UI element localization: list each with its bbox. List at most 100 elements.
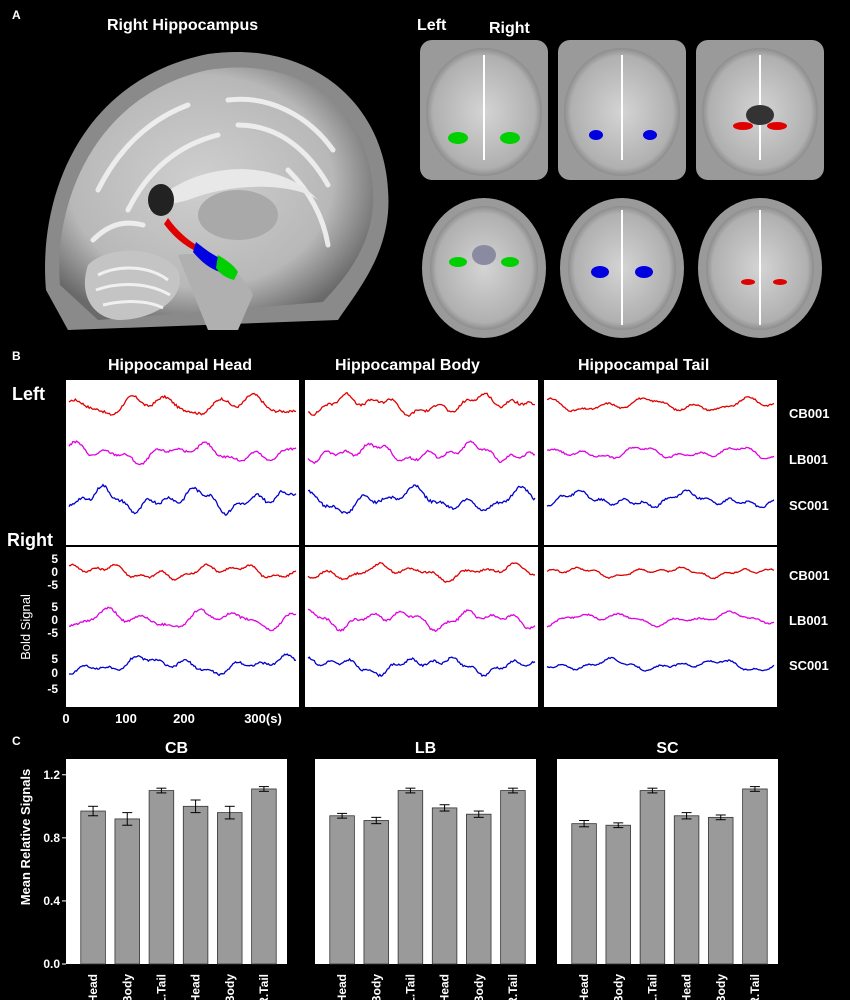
ytick-lb-zero: 0: [51, 613, 58, 627]
ytick-lb-neg: -5: [47, 626, 58, 640]
bar-sc-l-head: [571, 823, 597, 965]
bar-category-label: R.Head: [438, 974, 452, 1000]
signal-panel-right-tail: [544, 547, 777, 707]
bar-category-label: R.Tail: [257, 974, 271, 1000]
bar-category-label: L.Head: [86, 974, 100, 1000]
sagittal-brain-image: [38, 40, 400, 340]
axial-slice-body: [560, 198, 684, 338]
error-bar-cb-5: [258, 786, 269, 792]
error-bar-sc-3: [681, 812, 692, 820]
coronal-slice-body: [558, 40, 686, 180]
hippocampus-tail-marker: [164, 218, 204, 254]
column-title-tail: Hippocampal Tail: [578, 357, 710, 374]
row-label-right: Right: [7, 530, 53, 550]
ytick-lb-pos: 5: [51, 600, 58, 614]
signal-trace-lb001-right-tail: [546, 610, 775, 628]
bar-cb-l-body: [114, 818, 140, 965]
signal-trace-lb001-left-body: [307, 440, 536, 465]
signal-trace-sc001-left-tail: [546, 489, 775, 509]
signal-trace-sc001-right-head: [68, 653, 297, 677]
ytick-cb-pos: 5: [51, 552, 58, 566]
signal-trace-sc001-right-body: [307, 656, 536, 678]
bar-category-label: L.Head: [335, 974, 349, 1000]
axial-slice-tail: [698, 198, 822, 338]
bar-category-label: R.Head: [680, 974, 694, 1000]
bar-ytick-label: 1.2: [43, 768, 60, 782]
bar-category-label: R.Body: [223, 974, 237, 1000]
signal-trace-lb001-right-body: [307, 608, 536, 633]
bar-lb-r-head: [431, 807, 458, 965]
bold-signal-plots: CB001 LB001 SC001 CB001 LB001 SC001 5 0 …: [18, 380, 829, 726]
panel-b-letter: B: [12, 349, 21, 363]
error-bar-lb-0: [337, 812, 348, 819]
orientation-left-label: Left: [417, 17, 447, 34]
bar-category-label: R.Body: [472, 974, 486, 1000]
bar-ytick-label: 0.8: [43, 831, 60, 845]
bar-cb-l-head: [80, 810, 106, 965]
xtick-100: 100: [115, 711, 137, 726]
signal-panel-left-body: [305, 380, 538, 545]
signal-trace-sc001-left-body: [307, 484, 536, 515]
panel-a-letter: A: [12, 8, 21, 22]
brain-slices-grid: [420, 40, 824, 338]
bar-lb-l-head: [329, 815, 355, 965]
bar-category-label: R.Tail: [748, 974, 762, 1000]
ytick-cb-neg: -5: [47, 578, 58, 592]
xtick-200: 200: [173, 711, 195, 726]
subject-label-sc-left: SC001: [789, 498, 829, 513]
bar-lb-l-tail: [397, 790, 424, 965]
bar-ytick-label: 0.4: [43, 894, 60, 908]
subject-label-lb-left: LB001: [789, 452, 828, 467]
bar-chart-title-lb: LB: [415, 740, 436, 757]
error-bar-sc-4: [715, 814, 726, 821]
bar-sc-r-head: [673, 815, 700, 965]
error-bar-cb-1: [122, 812, 133, 826]
bar-ytick-label: 0.0: [43, 957, 60, 971]
xtick-300: 300(s): [244, 711, 282, 726]
xtick-0: 0: [62, 711, 69, 726]
bar-sc-r-tail: [742, 788, 768, 965]
bar-lb-r-body: [466, 813, 492, 965]
error-bar-cb-4: [224, 805, 235, 820]
bar-cb-r-body: [217, 812, 243, 965]
subject-label-cb-left: CB001: [789, 406, 829, 421]
ytick-cb-zero: 0: [51, 565, 58, 579]
bar-category-label: L.Body: [120, 974, 134, 1000]
column-title-body: Hippocampal Body: [335, 357, 480, 374]
signal-trace-cb001-left-tail: [546, 396, 775, 413]
bar-cb-r-tail: [251, 788, 277, 965]
error-bar-cb-0: [88, 805, 99, 817]
hippocampus-body-marker: [193, 242, 220, 272]
signal-trace-lb001-right-head: [68, 606, 297, 632]
bar-category-label: R.Tail: [506, 974, 520, 1000]
bar-lb-r-tail: [500, 790, 526, 965]
bar-category-label: L.Tail: [403, 974, 417, 1000]
sagittal-title: Right Hippocampus: [107, 17, 259, 34]
error-bar-cb-2: [156, 787, 167, 794]
bar-category-label: L.Tail: [154, 974, 168, 1000]
bar-sc-r-body: [708, 816, 734, 965]
bar-category-label: L.Body: [369, 974, 383, 1000]
bold-signal-ylabel: Bold Signal: [18, 594, 33, 660]
panel-c-letter: C: [12, 734, 21, 748]
signal-trace-lb001-left-head: [68, 440, 297, 466]
hippocampus-head-marker: [216, 255, 238, 280]
bar-lb-l-body: [363, 820, 389, 965]
ytick-sc-pos: 5: [51, 652, 58, 666]
error-bar-lb-4: [473, 810, 484, 818]
bar-sc-l-body: [605, 824, 631, 965]
column-title-head: Hippocampal Head: [108, 357, 253, 374]
ytick-sc-neg: -5: [47, 682, 58, 696]
error-bar-sc-2: [647, 787, 658, 794]
signal-panel-left-head: [66, 380, 299, 545]
signal-panel-left-tail: [544, 380, 777, 545]
signal-trace-cb001-right-head: [68, 563, 297, 581]
subject-label-lb-right: LB001: [789, 613, 828, 628]
signal-trace-cb001-left-body: [307, 392, 535, 418]
signal-panel-right-head: [66, 547, 299, 707]
bar-cb-r-head: [182, 805, 209, 965]
coronal-slice-head: [420, 40, 548, 180]
bar-chart-title-sc: SC: [656, 740, 679, 757]
bar-category-label: L.Body: [611, 974, 625, 1000]
